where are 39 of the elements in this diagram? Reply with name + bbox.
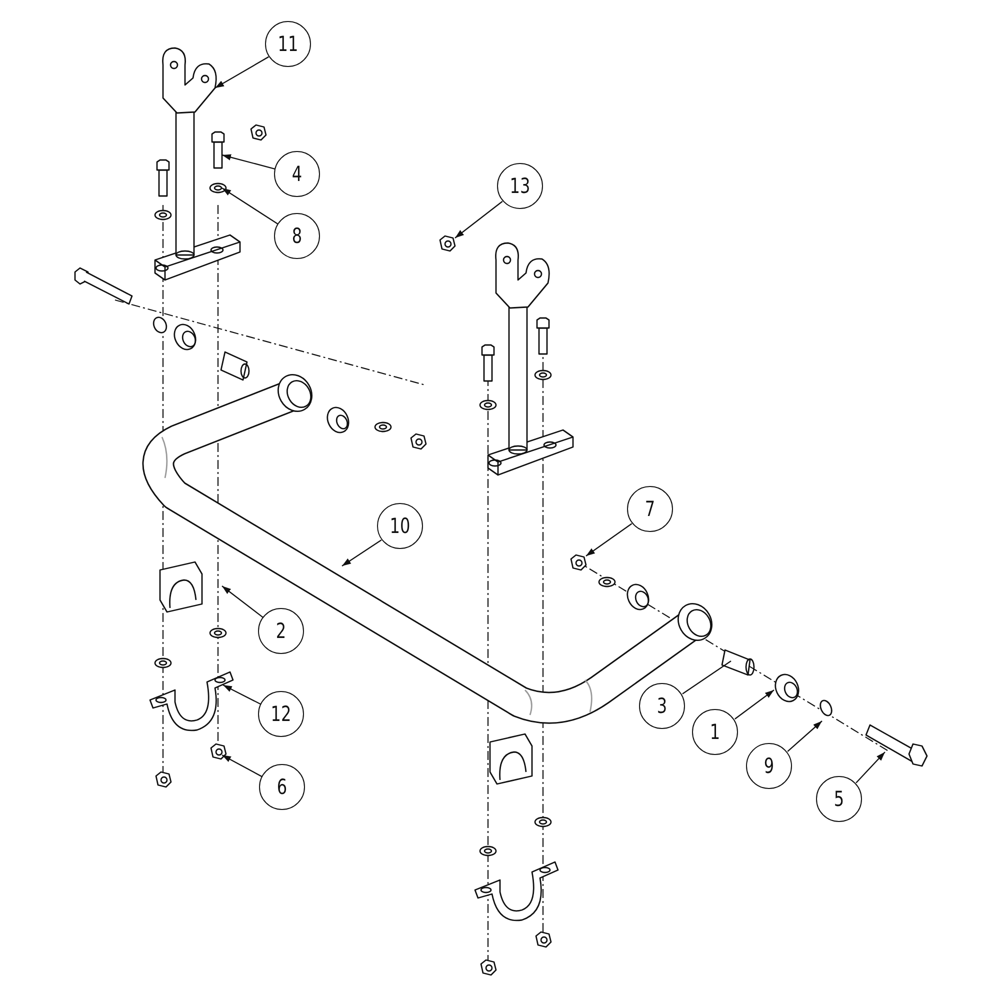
callout-number: 13 [510,176,530,196]
callout-number: 11 [278,34,298,54]
callout-number: 10 [390,516,410,536]
leader-line [222,754,263,778]
callout-number: 1 [710,722,720,742]
callout-circle [259,764,305,810]
leader-line [214,56,269,89]
callout-circle [816,776,862,822]
callout-number: 6 [276,776,288,798]
leader-line [222,684,262,705]
leader-line [734,690,774,720]
callout-circle [377,503,423,549]
leader-line [342,539,382,566]
leader-line [454,200,503,238]
callout-circle [497,163,543,209]
leader-line [856,752,886,784]
leader-line [682,660,732,694]
callout-circle [274,151,320,197]
leader-line [787,720,822,752]
callout-circle [746,743,792,789]
callout-number: 9 [764,756,774,776]
leader-line [222,154,276,170]
callout-circle [258,608,304,654]
callout-circle [258,691,304,737]
callout-circle [692,709,738,755]
callout-circle [265,21,311,67]
callout-number: 3 [656,696,668,716]
leader-line [222,188,279,225]
callout-number: 2 [276,620,286,642]
callout-circle [274,213,320,259]
callout-number: 7 [644,498,656,520]
callout-circle [639,683,685,729]
leader-line [586,523,632,556]
callout-number: 4 [292,164,302,184]
leader-line [222,586,264,618]
callout-number: 8 [292,226,302,246]
callout-number: 12 [270,704,292,724]
callout-circle [627,486,673,532]
callout-number: 5 [834,788,844,810]
